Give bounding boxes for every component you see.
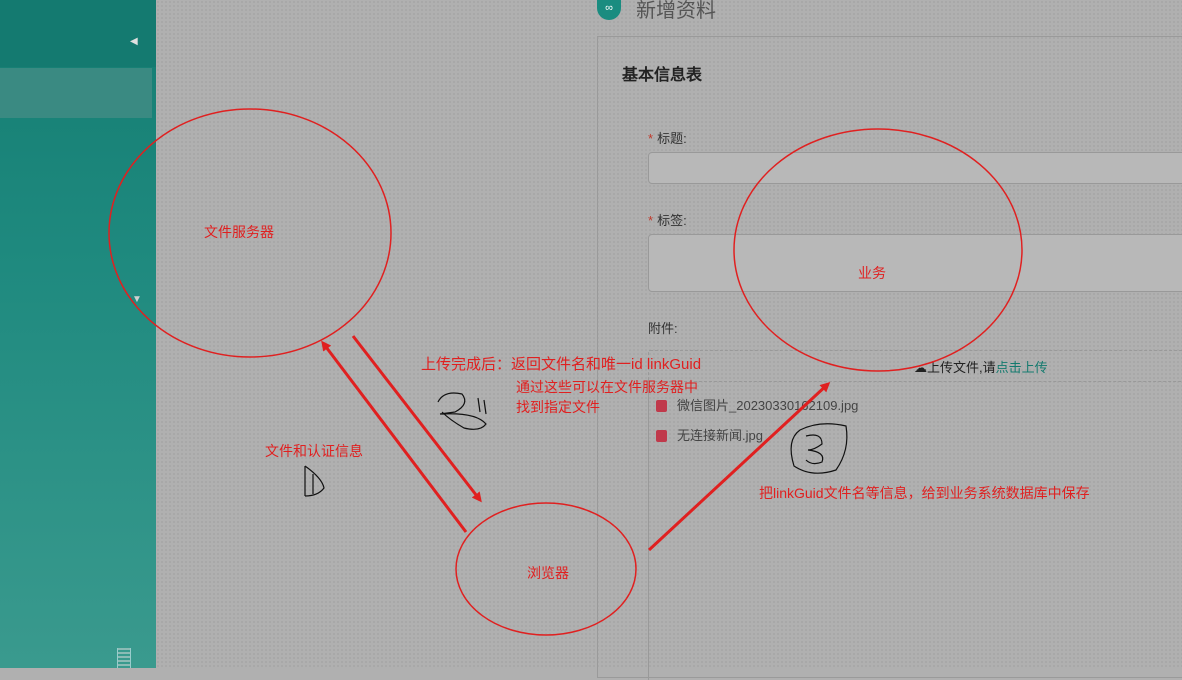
browser-label: 浏览器 [527,565,569,581]
file-list [648,380,1182,680]
tag-input[interactable] [648,234,1182,292]
arrow-to-server [321,340,468,533]
find-file-label-1: 通过这些可以在文件服务器中 [516,379,698,395]
step-1-mark [304,465,325,497]
image-file-icon [656,429,667,442]
save-info-label: 把linkGuid文件名等信息，给到业务系统数据库中保存 [759,485,1090,501]
page-title: 新增资料 [636,0,716,22]
upload-dropzone[interactable] [648,350,1182,382]
sidebar-header [0,0,156,67]
upload-cloud-icon: ☁ [914,360,927,375]
building-icon [117,648,131,668]
collapse-icon[interactable]: ◀ [130,36,138,47]
chevron-down-icon[interactable]: ▼ [132,294,142,305]
tag-label: *标签: [648,213,687,228]
step-2-mark [437,392,487,430]
file-item[interactable]: 微信图片_20230330162109.jpg [656,395,858,414]
sidebar: ◀ ▼ [0,0,156,668]
image-file-icon [656,399,667,412]
sidebar-item-active[interactable] [0,68,152,118]
upload-link[interactable]: 点击上传 [995,360,1048,375]
section-title: 基本信息表 [622,67,703,84]
browser-circle [455,502,637,636]
business-label: 业务 [858,265,886,281]
upload-done-label: 上传完成后：返回文件名和唯一id linkGuid [421,356,702,373]
file-server-circle [108,108,392,358]
auth-info-label: 文件和认证信息 [265,443,363,459]
find-file-label-2: 找到指定文件 [516,399,600,415]
file-item[interactable]: 无连接新闻.jpg [656,425,763,444]
file-server-label: 文件服务器 [204,224,274,240]
share-icon: ∞ [597,0,621,20]
page-background [156,0,1182,668]
business-circle [733,128,1023,372]
attachment-label: 附件: [648,321,678,336]
upload-text[interactable]: ☁上传文件,请点击上传 [914,360,1048,375]
title-label: *标题: [648,131,687,146]
title-input[interactable] [648,152,1182,184]
arrow-to-business [647,381,831,552]
arrow-to-browser [351,335,482,503]
step-3-mark [790,423,848,474]
